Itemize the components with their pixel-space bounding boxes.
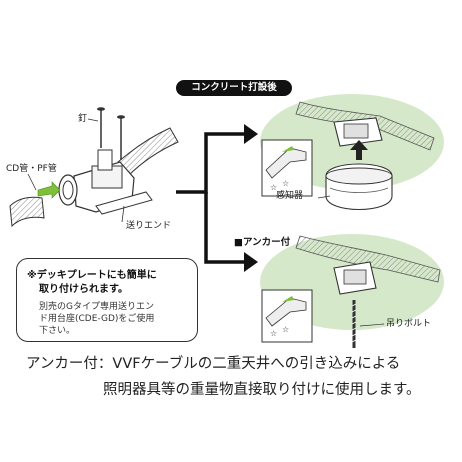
- description-line-2: 照明器具等の重量物直接取り付けに使用します。: [103, 382, 421, 398]
- description-line-1: アンカー付：VVFケーブルの二重天井への引き込みによる: [26, 356, 401, 372]
- end-box-illustration: [58, 107, 179, 215]
- sensor-label: 感知器: [276, 191, 304, 201]
- nail-label: 釘: [78, 114, 88, 124]
- svg-text:☆: ☆: [270, 183, 277, 192]
- note-line-1: ※デッキプレートにも簡単に: [27, 270, 157, 281]
- after-concrete-banner: コンクリート打設後: [176, 80, 292, 96]
- deck-plate-note: ※デッキプレートにも簡単に 取り付けられます。 別売のGタイプ専用送りエン ド用…: [16, 258, 198, 342]
- svg-text:☆: ☆: [282, 325, 289, 334]
- end-box-label: 送りエンド: [126, 221, 172, 231]
- cd-pf-conduit-label: CD管・PF管: [6, 164, 57, 174]
- hanging-bolt-label: 吊りボルト: [386, 319, 432, 329]
- anchor-heading: ■アンカー付: [234, 237, 291, 248]
- note-line-4: ド用台座(CDE-GD)をご使用: [39, 314, 155, 324]
- cd-pf-conduit: [9, 173, 61, 228]
- note-line-5: 下さい。: [39, 326, 76, 336]
- branch-arrows: [176, 124, 258, 272]
- note-line-3: 別売のGタイプ専用送りエン: [39, 302, 154, 312]
- note-line-2: 取り付けられます。: [39, 284, 128, 295]
- svg-text:☆: ☆: [270, 329, 277, 338]
- svg-text:☆: ☆: [282, 179, 289, 188]
- sensor-installation-illustration: ☆ ☆: [260, 94, 444, 210]
- anchor-installation-illustration: ☆ ☆: [260, 234, 444, 348]
